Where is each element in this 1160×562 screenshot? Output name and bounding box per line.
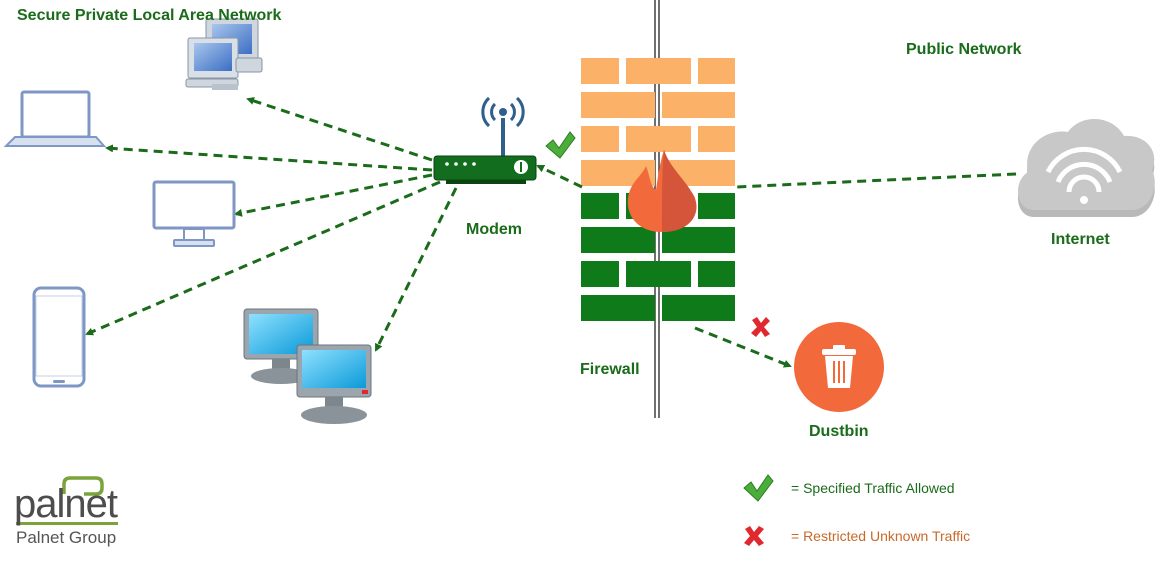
legend-allowed-text: = Specified Traffic Allowed xyxy=(791,480,955,496)
palnet-logo-mark xyxy=(16,476,118,525)
flame-icon xyxy=(627,150,697,232)
dustbin-icon xyxy=(794,322,884,412)
check-icon xyxy=(545,131,576,159)
firewall-label: Firewall xyxy=(580,361,640,378)
link-to-monitor xyxy=(234,173,433,217)
desktop-cluster-icon xyxy=(185,18,263,90)
link-firewall-to-modem xyxy=(536,164,583,189)
modem-label: Modem xyxy=(466,221,522,238)
modem-icon xyxy=(433,96,537,184)
link-to-laptop xyxy=(105,144,433,172)
link-to-desktop-cluster xyxy=(246,97,433,162)
public-network-title: Public Network xyxy=(906,41,1022,58)
lan-title: Secure Private Local Area Network xyxy=(17,7,282,24)
wan-links xyxy=(536,164,1017,368)
lan-links xyxy=(85,97,458,352)
link-to-smartphone xyxy=(85,180,441,336)
monitor-icon xyxy=(152,180,236,247)
legend-restricted-text: = Restricted Unknown Traffic xyxy=(791,528,971,544)
workstations-icon xyxy=(243,308,372,424)
internet-label: Internet xyxy=(1051,231,1110,248)
cross-icon xyxy=(751,317,770,337)
dustbin-label: Dustbin xyxy=(809,423,869,440)
cloud-wifi-icon xyxy=(1017,118,1155,217)
link-firewall-to-dustbin xyxy=(694,326,792,368)
logo-wordmark: palnet xyxy=(14,482,118,526)
smartphone-icon xyxy=(32,286,86,388)
legend-cross-icon xyxy=(744,526,764,546)
link-to-workstations xyxy=(374,187,458,352)
legend-check-icon xyxy=(743,474,774,502)
logo-group-name: Palnet Group xyxy=(16,528,117,547)
link-internet-to-firewall xyxy=(735,172,1017,189)
laptop-icon xyxy=(3,90,107,147)
